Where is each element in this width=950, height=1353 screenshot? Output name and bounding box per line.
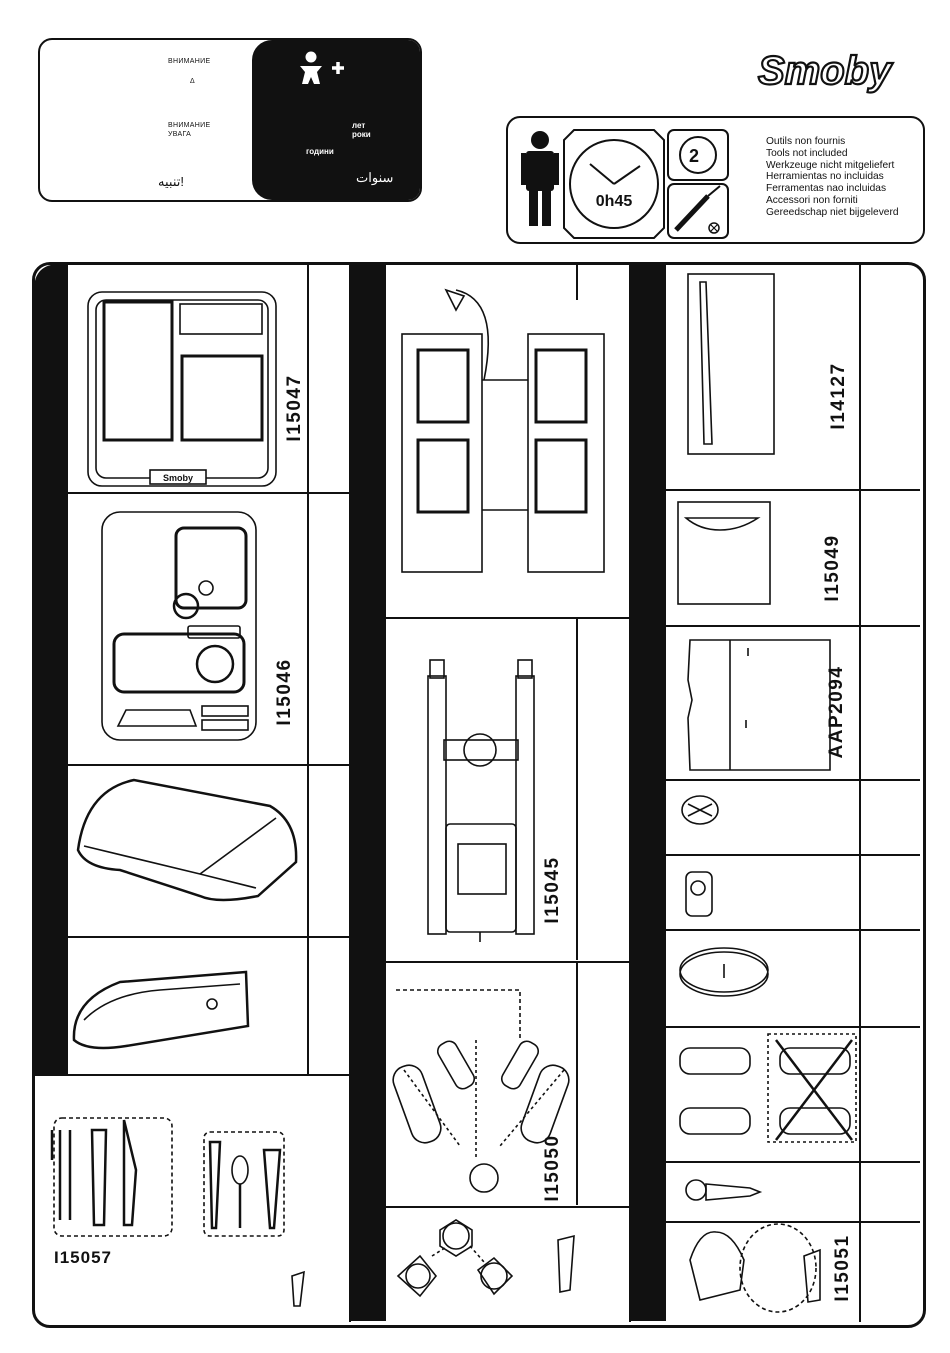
arabic-years: سنوات	[356, 170, 394, 185]
part-i15047-drawing: Smoby	[87, 291, 277, 487]
tools-it: Accessori non forniti	[766, 194, 858, 206]
part-clips-drawing	[679, 1033, 857, 1143]
warning-text-3: УВАГА	[168, 131, 192, 138]
tools-not-included-list: Outils non fournis Tools not included We…	[766, 136, 899, 219]
tools-es: Herramientas no incluidas	[766, 171, 884, 183]
logo-text: Smoby	[758, 49, 893, 93]
smoby-logo: Smoby	[752, 40, 920, 110]
part-shelf-drawing	[72, 970, 250, 1050]
age-word-1: лет	[352, 121, 366, 130]
part-i15050-drawing	[392, 989, 570, 1193]
two-persons-icon: 2	[667, 129, 729, 181]
part-aap2094-drawing	[687, 639, 831, 771]
age-panel: лет роки години سنوات	[252, 40, 420, 200]
part-i15049-drawing	[677, 501, 771, 605]
age-word-3: години	[306, 147, 334, 156]
tools-nl: Gereedschap niet bijgeleverd	[766, 206, 899, 218]
logo-graphic: Smoby	[757, 48, 894, 94]
part-i15046-drawing	[101, 511, 257, 741]
part-knob-set-drawing	[396, 1219, 575, 1298]
part-tap-unit-drawing	[401, 288, 605, 573]
grid-lines	[34, 264, 920, 1322]
part-i15047-logo: Smoby	[163, 473, 193, 483]
part-label-i15045: I15045	[542, 856, 563, 924]
arabic-warning: تنبيه!	[158, 174, 184, 189]
tools-fr: Outils non fournis	[766, 136, 846, 147]
clock-time: 0h45	[596, 193, 633, 210]
part-label-i15049: I15049	[822, 534, 843, 602]
part-label-i15047: I15047	[284, 374, 305, 442]
tools-pt: Ferramentas nao incluidas	[766, 183, 887, 195]
person-icon	[521, 131, 559, 226]
part-hob-cap-drawing	[679, 947, 769, 997]
warning-triangle: Δ	[190, 78, 195, 85]
warning-text-1: ВНИМАНИЕ	[168, 58, 211, 65]
part-label-i15046: I15046	[274, 658, 295, 726]
screwdriver-icon	[667, 183, 729, 239]
part-screw-drawing	[685, 1179, 763, 1201]
part-cover-drawing	[76, 778, 298, 902]
tools-de: Werkzeuge nicht mitgeliefert	[766, 159, 895, 171]
part-label-i15051: I15051	[832, 1234, 853, 1302]
part-spacer-drawing	[685, 871, 713, 917]
info-box: 0h45 2 Outils non fournis Tools not incl…	[506, 116, 925, 244]
part-label-i15050: I15050	[542, 1134, 563, 1202]
parts-frame	[32, 262, 926, 1328]
part-knob-drawing	[681, 795, 719, 825]
part-label-i15057: I15057	[54, 1248, 112, 1267]
part-i15057-drawing	[50, 1117, 305, 1307]
part-i15051-drawing	[689, 1223, 821, 1313]
age-word-2: роки	[352, 130, 371, 139]
part-label-aap2094: AAP2094	[826, 665, 847, 759]
warning-box: ВНИМАНИЕ Δ ВНИМАНИЕ УВАГА تنبيه! лет рок…	[38, 38, 422, 202]
part-i15045-drawing	[427, 659, 535, 942]
col3-bar	[630, 264, 666, 1321]
part-label-i14127: I14127	[828, 362, 849, 430]
col1-bar	[34, 264, 68, 1075]
info-icons: 0h45 2	[521, 129, 729, 239]
child-plus-icon	[300, 51, 344, 84]
part-i14127-drawing	[687, 273, 775, 455]
clock-icon: 0h45	[563, 129, 665, 239]
tools-en: Tools not included	[766, 147, 848, 159]
col2-bar	[350, 264, 386, 1321]
persons-count: 2	[689, 146, 699, 166]
warning-text-2: ВНИМАНИЕ	[168, 122, 211, 129]
